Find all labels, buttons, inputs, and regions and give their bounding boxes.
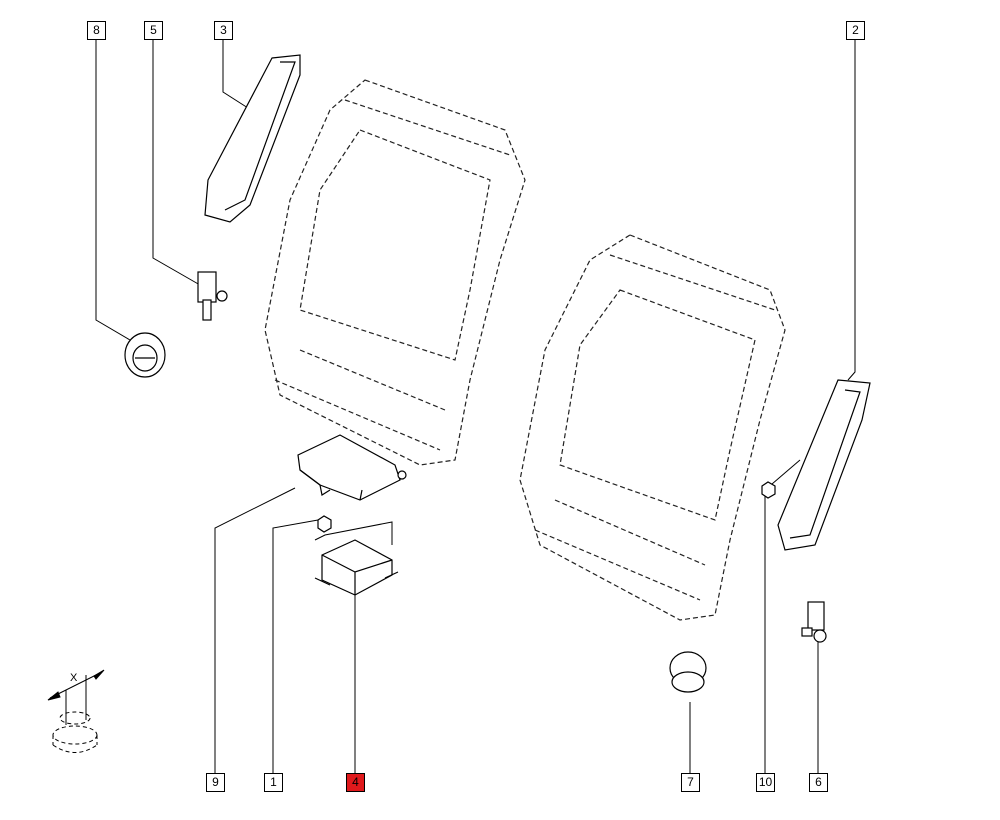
leader-line-9 xyxy=(214,487,296,774)
callout-9[interactable]: 9 xyxy=(206,773,225,792)
leader-line-2 xyxy=(847,40,856,381)
airbag-control-unit xyxy=(314,539,399,596)
callout-10[interactable]: 10 xyxy=(756,773,775,792)
round-cap xyxy=(669,651,707,693)
nut-right xyxy=(761,481,776,499)
callout-2[interactable]: 2 xyxy=(846,21,865,40)
callout-8[interactable]: 8 xyxy=(87,21,106,40)
leader-line-10 xyxy=(764,487,773,774)
callout-7[interactable]: 7 xyxy=(681,773,700,792)
nut xyxy=(317,515,332,533)
leader-line-3 xyxy=(222,40,249,109)
round-bracket xyxy=(124,332,166,378)
leader-line-5 xyxy=(152,40,201,286)
side-impact-sensor-right xyxy=(801,601,827,643)
side-impact-sensor-left xyxy=(197,271,228,321)
callout-6[interactable]: 6 xyxy=(809,773,828,792)
callout-1[interactable]: 1 xyxy=(264,773,283,792)
callout-3[interactable]: 3 xyxy=(214,21,233,40)
side-airbag-left xyxy=(204,54,301,223)
left-seat-frame xyxy=(264,79,526,466)
right-seat-frame xyxy=(519,234,786,621)
control-unit-cover xyxy=(297,434,401,501)
side-airbag-right xyxy=(777,379,871,551)
detail-x-symbol xyxy=(47,669,105,753)
callout-4-highlighted[interactable]: 4 xyxy=(346,773,365,792)
leader-lines xyxy=(95,40,856,774)
leader-line-1 xyxy=(272,519,319,774)
leader-line-8 xyxy=(95,40,131,341)
callout-5[interactable]: 5 xyxy=(144,21,163,40)
detail-x-label: X xyxy=(70,672,78,684)
